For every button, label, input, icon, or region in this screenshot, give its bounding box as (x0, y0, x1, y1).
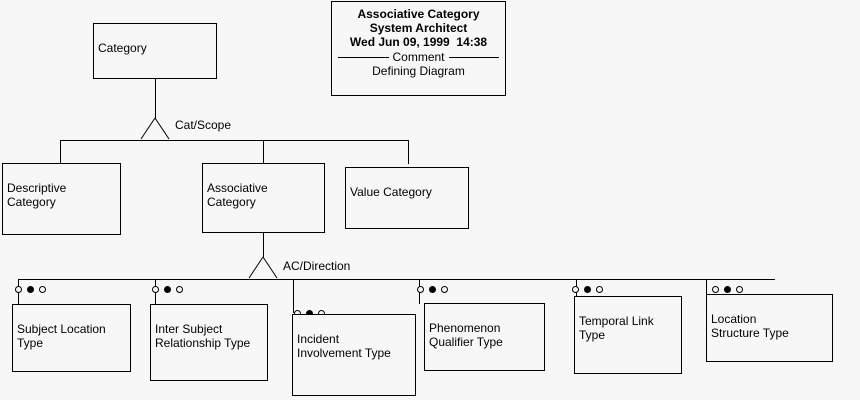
divider-rule-left (338, 57, 389, 58)
circle-hollow-icon (39, 286, 46, 293)
node-temporal-link-type-label: Temporal Link Type (579, 314, 654, 342)
circle-filled-icon (724, 286, 731, 293)
node-incident-involvement-type-label: Incident Involvement Type (297, 332, 391, 360)
divider-caption: Comment (392, 50, 445, 64)
edge-drop-value-category (408, 140, 409, 164)
node-inter-subject-relationship-type-label: Inter Subject Relationship Type (155, 322, 251, 350)
circle-hollow-icon (152, 286, 159, 293)
circle-hollow-icon (596, 286, 603, 293)
node-descriptive-category-label: Descriptive Category (7, 181, 67, 209)
markers-location-structure-type (712, 286, 743, 293)
title-comment: Defining Diagram (372, 64, 465, 78)
circle-filled-icon (584, 286, 591, 293)
circle-hollow-icon (572, 286, 579, 293)
title-tool-name: System Architect (369, 21, 468, 35)
circle-filled-icon (27, 286, 34, 293)
circle-hollow-icon (15, 286, 22, 293)
title-divider: Comment (338, 50, 500, 64)
edge-drop-descriptive-category (60, 140, 61, 164)
edge-drop-associative-category (263, 140, 264, 164)
generalization-triangle-cat-scope (140, 117, 170, 140)
title-timestamp: Wed Jun 09, 1999 14:38 (349, 35, 488, 49)
circle-hollow-icon (417, 286, 424, 293)
node-phenomenon-qualifier-type[interactable]: Phenomenon Qualifier Type (424, 303, 545, 371)
node-inter-subject-relationship-type[interactable]: Inter Subject Relationship Type (150, 304, 268, 381)
edge-category-stem (155, 79, 156, 119)
circle-hollow-icon (176, 286, 183, 293)
edge-drop-location-structure-type (706, 279, 707, 294)
markers-inter-subject-relationship-type (152, 286, 183, 293)
title-diagram-name: Associative Category (357, 7, 480, 21)
node-location-structure-type[interactable]: Location Structure Type (706, 294, 833, 362)
edge-bus-ac-direction (18, 279, 775, 280)
node-category-label: Category (98, 41, 147, 55)
diagram-title-block: Associative Category System Architect We… (331, 1, 506, 96)
node-value-category-label: Value Category (350, 185, 432, 199)
markers-phenomenon-qualifier-type (417, 286, 448, 293)
edge-bus-cat-scope (60, 140, 409, 141)
node-category[interactable]: Category (93, 23, 217, 79)
node-location-structure-type-label: Location Structure Type (711, 312, 789, 340)
node-associative-category-label: Associative Category (207, 181, 268, 209)
node-subject-location-type[interactable]: Subject Location Type (12, 304, 131, 372)
node-incident-involvement-type[interactable]: Incident Involvement Type (292, 314, 416, 396)
markers-subject-location-type (15, 286, 46, 293)
edge-associative-category-stem (263, 233, 264, 257)
node-phenomenon-qualifier-type-label: Phenomenon Qualifier Type (429, 321, 503, 349)
edge-drop-incident-involvement-type (293, 279, 294, 313)
node-temporal-link-type[interactable]: Temporal Link Type (574, 296, 682, 374)
circle-hollow-icon (736, 286, 743, 293)
edge-label-cat-scope: Cat/Scope (175, 118, 232, 132)
generalization-triangle-ac-direction (248, 256, 278, 279)
circle-filled-icon (164, 286, 171, 293)
circle-filled-icon (429, 286, 436, 293)
node-associative-category[interactable]: Associative Category (202, 163, 325, 233)
divider-rule-right (448, 57, 500, 58)
circle-hollow-icon (441, 286, 448, 293)
markers-temporal-link-type (572, 286, 603, 293)
circle-hollow-icon (712, 286, 719, 293)
node-value-category[interactable]: Value Category (345, 167, 469, 229)
node-descriptive-category[interactable]: Descriptive Category (2, 163, 121, 235)
node-subject-location-type-label: Subject Location Type (17, 322, 106, 350)
edge-label-ac-direction: AC/Direction (283, 259, 351, 273)
